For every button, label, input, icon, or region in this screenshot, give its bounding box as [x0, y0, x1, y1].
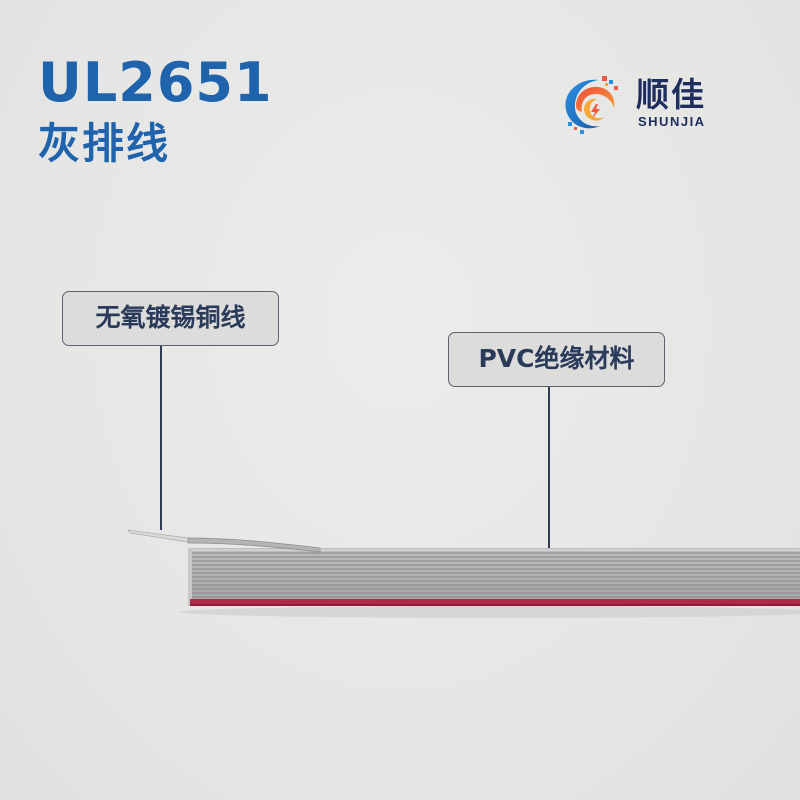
brand-name-en: SHUNJIA	[638, 114, 706, 129]
conductor-leader-line	[160, 346, 162, 530]
brand-logo: 顺佳 SHUNJIA	[556, 70, 736, 140]
peeled-wire	[187, 537, 321, 553]
marker-stripe	[190, 599, 800, 604]
brand-name-cn: 顺佳	[636, 75, 706, 114]
exposed-conductor	[127, 529, 189, 543]
product-model-title: UL2651	[38, 51, 273, 114]
wire-ridges	[192, 552, 800, 598]
insulation-callout: PVC绝缘材料	[448, 332, 665, 387]
product-name-title: 灰排线	[38, 119, 171, 168]
ribbon-cable	[127, 529, 800, 618]
shunjia-logo-icon	[565, 76, 618, 134]
conductor-callout: 无氧镀锡铜线	[62, 291, 279, 346]
insulation-leader-line	[548, 387, 550, 577]
